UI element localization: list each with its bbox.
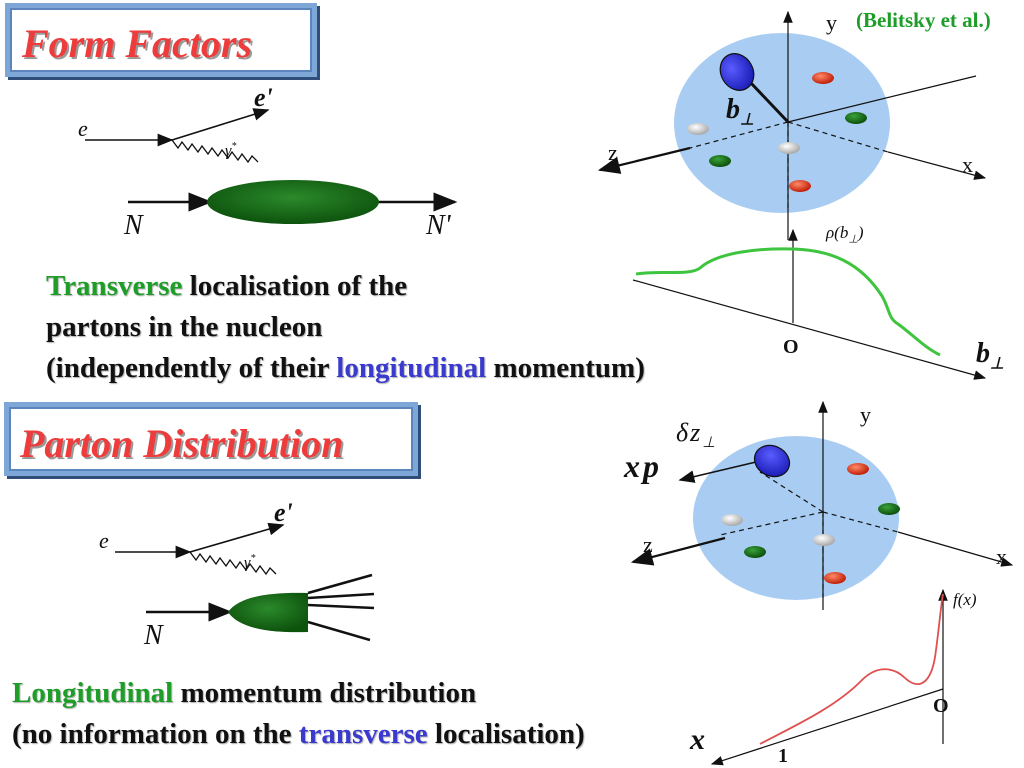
x-axis-label: x: [690, 723, 705, 756]
b-symbol: b: [726, 94, 740, 125]
rho-text: ρ(b: [826, 223, 849, 242]
parton-line-2-pre: (no information on the: [12, 718, 299, 750]
delta-z-sub: ⊥: [702, 435, 718, 452]
parton-line-2-post: localisation): [427, 718, 585, 750]
transverse-highlight-2: transverse: [298, 718, 428, 750]
axis-z-label-2: z: [643, 532, 653, 557]
axis-y-label: y: [826, 10, 837, 35]
origin-label-2: O: [933, 695, 949, 717]
electron-out-label-2: e': [274, 498, 293, 527]
rho-axis-label: ρ(b⊥): [826, 223, 864, 245]
parton-distribution-title: Parton Distribution: [20, 421, 344, 466]
breakup-vertex-blob: [228, 592, 308, 633]
form-factors-title: Form Factors: [22, 21, 253, 66]
b-axis-sub: ⊥: [990, 355, 1004, 373]
citation: (Belitsky et al.): [856, 8, 991, 32]
line-3-pre: (independently of their: [46, 352, 337, 384]
photon-symbol-2: γ: [244, 554, 251, 572]
axis-x-label: x: [962, 152, 973, 177]
nucleon-in-label: N: [124, 210, 143, 241]
electron-out-label: e': [254, 83, 273, 112]
axis-z-label: z: [608, 140, 618, 165]
nucleon-transverse-picture: [597, 10, 987, 240]
form-factors-line-1: Transverse localisation of the: [46, 270, 407, 303]
parton-distribution-plot: [710, 588, 948, 766]
parton-line-2: (no information on the transverse locali…: [12, 718, 585, 751]
nucleon-vertex-blob: [207, 180, 379, 224]
photon-label: γ*: [225, 141, 236, 160]
parton-line-1: Longitudinal momentum distribution: [12, 677, 476, 710]
rho-close: ): [857, 223, 864, 242]
transverse-density-plot: [632, 228, 987, 380]
form-factor-feynman-diagram: [85, 108, 458, 224]
transverse-highlight: Transverse: [46, 270, 183, 302]
line-3-post: momentum): [486, 352, 645, 384]
b-axis-symbol: b: [976, 338, 990, 369]
xp-label: xp: [624, 448, 662, 484]
origin-label-1: O: [783, 336, 799, 358]
b-axis-label: b⊥: [976, 338, 1004, 374]
one-tick-label: 1: [778, 745, 788, 767]
form-factors-line-2: partons in the nucleon: [46, 311, 323, 343]
density-curve: [635, 247, 941, 357]
parton-feynman-diagram: [115, 522, 375, 642]
axis-y-label-2: y: [860, 402, 871, 427]
axis-x-label-2: x: [996, 544, 1007, 569]
form-factors-title-box: [5, 3, 317, 77]
nucleon-out-label: N': [426, 210, 451, 241]
delta-z-label: δz⊥: [676, 418, 717, 452]
line-1-rest: localisation of the: [182, 270, 408, 302]
form-factors-line-3: (independently of their longitudinal mom…: [46, 352, 645, 385]
photon-star: *: [231, 141, 237, 152]
photon-label-2: γ*: [244, 553, 255, 572]
rho-sub: ⊥: [848, 233, 858, 246]
parton-distribution-title-box: [4, 402, 418, 476]
longitudinal-highlight-2: Longitudinal: [12, 677, 174, 709]
impact-parameter-label: b⊥: [726, 94, 754, 130]
nucleon-longitudinal-picture: [630, 400, 1014, 610]
parton-line-1-rest: momentum distribution: [173, 677, 477, 709]
longitudinal-highlight: longitudinal: [336, 352, 487, 384]
electron-in-label-2: e: [99, 528, 109, 553]
electron-in-label: e: [78, 116, 88, 141]
perp-sub: ⊥: [740, 111, 754, 129]
photon-symbol: γ: [225, 142, 232, 160]
photon-star-2: *: [250, 553, 256, 564]
delta-z-symbol: δz: [676, 418, 703, 447]
fx-axis-label: f(x): [953, 590, 977, 609]
nucleon-in-label-2: N: [144, 620, 163, 651]
fx-curve: [759, 593, 944, 745]
